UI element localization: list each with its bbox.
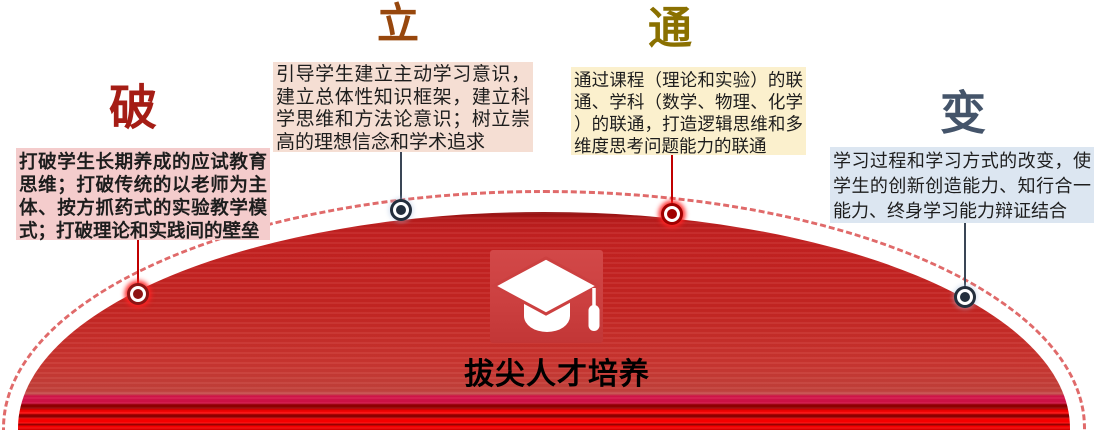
graduation-cap-tile: [490, 250, 603, 343]
concept-char-bian: 变: [940, 86, 986, 140]
concept-char-tong: 通: [648, 3, 692, 54]
marker-dot-bian: [954, 286, 976, 308]
marker-dot-li: [390, 199, 412, 221]
connector-line-tong: [671, 155, 673, 206]
connector-line-li: [400, 152, 402, 202]
marker-ring: [664, 206, 680, 222]
connector-line-bian: [964, 223, 966, 289]
concept-box-bian: 学习过程和学习方式的改变，使学生的创新创造能力、知行合一能力、终身学习能力辩证结…: [830, 147, 1094, 223]
marker-dot-tong: [661, 203, 683, 225]
concept-box-tong: 通过课程（理论和实验）的联通、学科（数学、物理、化学）的联通，打造逻辑思维和多维…: [571, 67, 806, 156]
marker-ring: [957, 289, 973, 305]
concept-box-li: 引导学生建立主动学习意识，建立总体性知识框架，建立科学思维和方法论意识；树立崇高…: [273, 62, 533, 153]
marker-dot-po: [127, 283, 149, 305]
diagram-title: 拔尖人才培养: [464, 358, 650, 391]
concept-box-po: 打破学生长期养成的应试教育思维；打破传统的以老师为主体、按方抓药式的实验教学模式…: [16, 148, 270, 241]
graduation-cap-icon: [490, 256, 602, 332]
concept-char-li: 立: [376, 0, 419, 48]
marker-ring: [130, 286, 146, 302]
marker-ring: [393, 202, 409, 218]
connector-line-po: [137, 240, 139, 286]
concept-char-po: 破: [108, 80, 157, 136]
